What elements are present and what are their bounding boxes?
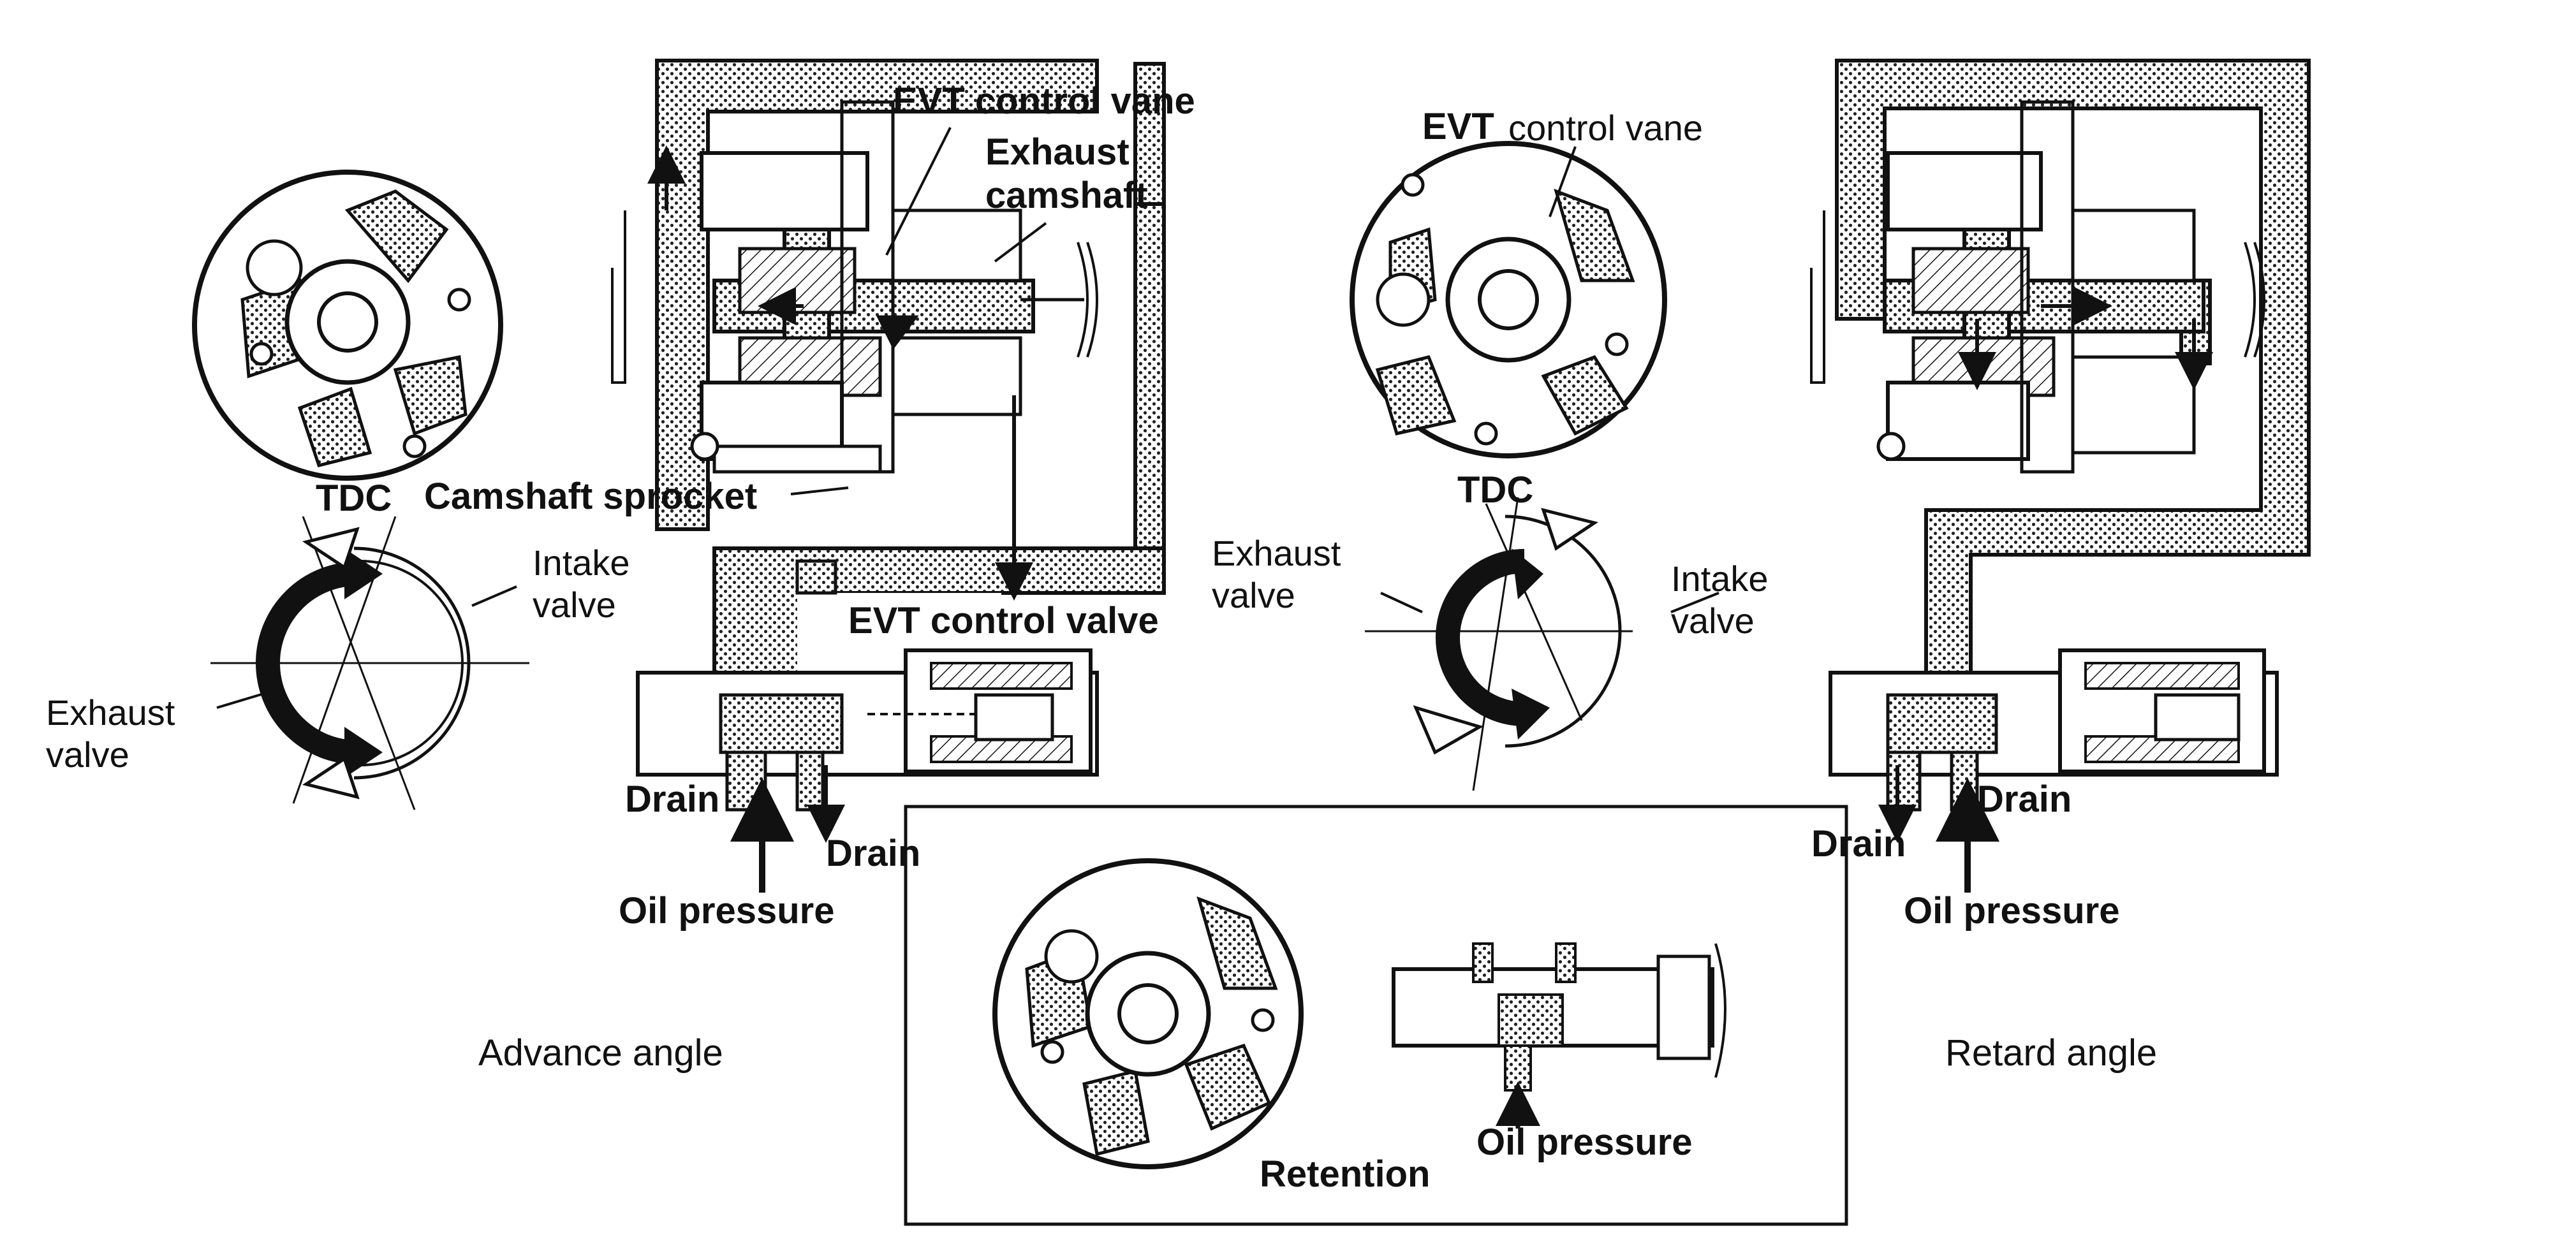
label-evt-control-valve: EVT control valve xyxy=(848,600,1159,641)
evt-control-valve-retard xyxy=(1829,648,2279,893)
rotor-retard xyxy=(1350,141,1667,458)
label-exhaust-valve-right: Exhaust valve xyxy=(1212,533,1341,616)
label-tdc-left: TDC xyxy=(316,478,392,519)
timing-advance xyxy=(210,516,529,810)
label-tdc-right: TDC xyxy=(1457,469,1534,511)
evt-control-valve-advance xyxy=(636,648,1099,893)
label-drain-left-1: Drain xyxy=(625,778,720,820)
leader-lines xyxy=(216,127,1719,709)
cutaway-advance xyxy=(611,59,1166,722)
label-intake-valve-right: Intake valve xyxy=(1671,559,1769,641)
rotor-retention xyxy=(992,858,1304,1169)
label-exhaust-valve-left: Exhaust valve xyxy=(46,692,175,775)
label-evt-control-vane-left: EVT control vane xyxy=(893,80,1195,122)
label-camshaft-sprocket: Camshaft sprocket xyxy=(424,476,758,517)
label-oil-pressure-left: Oil pressure xyxy=(619,890,835,932)
label-retard-angle: Retard angle xyxy=(1945,1032,2158,1074)
label-oil-pressure-right: Oil pressure xyxy=(1904,890,2120,932)
label-advance-angle: Advance angle xyxy=(478,1032,723,1074)
label-retention: Retention xyxy=(1260,1153,1431,1195)
label-intake-valve-left: Intake valve xyxy=(533,543,630,625)
timing-retard xyxy=(1365,497,1633,791)
label-evt-bold: EVT xyxy=(1422,106,1494,147)
label-drain-right-1: Drain xyxy=(1977,778,2072,820)
label-drain-right-2: Drain xyxy=(1811,823,1906,865)
label-exhaust-camshaft: Exhaust camshaft xyxy=(985,131,1148,217)
label-drain-left-2: Drain xyxy=(826,833,921,874)
label-control-vane-right: control vane xyxy=(1508,108,1704,148)
label-oil-pressure-retention: Oil pressure xyxy=(1476,1122,1693,1163)
rotor-advance xyxy=(192,170,503,481)
spool-retention xyxy=(1392,942,1726,1129)
cutaway-retard xyxy=(1810,59,2311,691)
